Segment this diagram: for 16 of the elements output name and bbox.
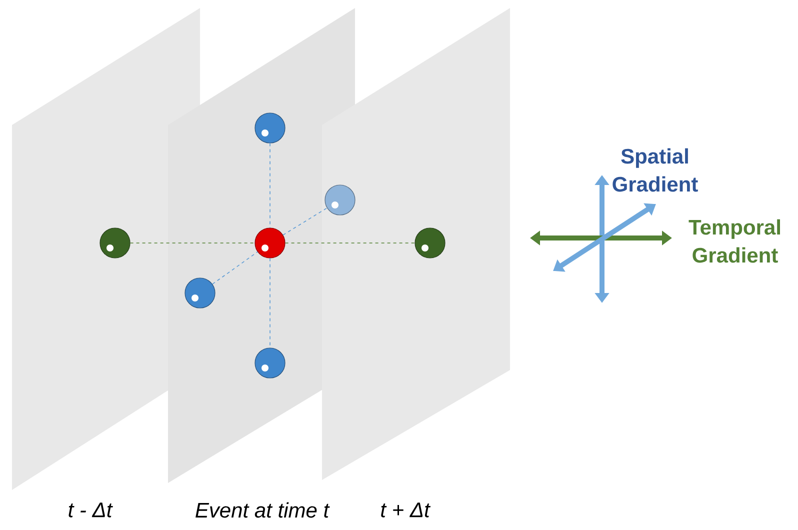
- sphere: [184, 278, 216, 308]
- dashed-line: [282, 208, 328, 236]
- plane-label: Event at time t: [196, 502, 330, 518]
- axis-label: Spatial Gradient: [612, 148, 698, 192]
- sphere: [254, 348, 286, 378]
- sphere: [254, 112, 286, 144]
- sphere: [324, 184, 356, 216]
- dashed-line: [212, 251, 258, 284]
- axis-label: Temporal Gradient: [688, 219, 780, 263]
- dashed-line: [130, 242, 256, 244]
- sphere: [414, 228, 446, 258]
- sphere: [100, 228, 130, 258]
- plane-label: t + Δt: [381, 502, 431, 518]
- dashed-line: [284, 242, 416, 244]
- plane-label: t - Δt: [68, 502, 113, 518]
- sphere: [254, 228, 286, 258]
